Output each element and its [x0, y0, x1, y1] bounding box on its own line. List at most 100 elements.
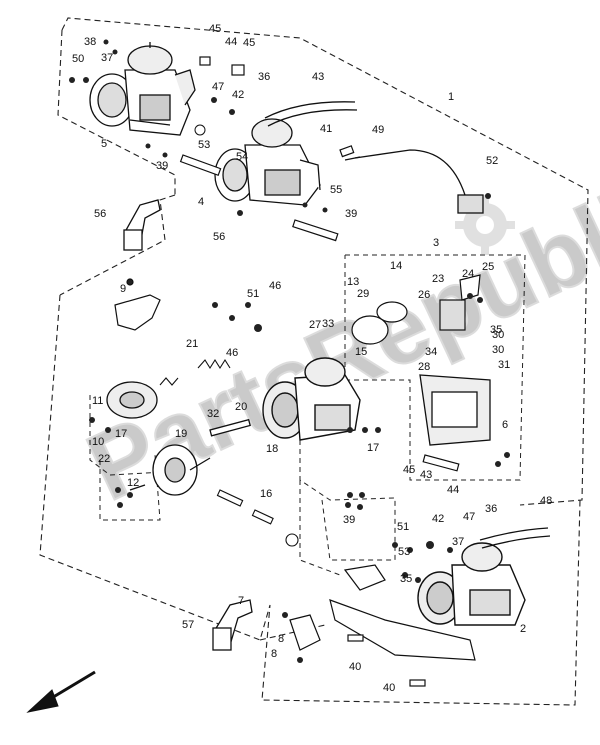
part-label-42: 42 — [432, 513, 444, 525]
part-label-40: 40 — [349, 661, 361, 673]
part-label-46: 46 — [226, 347, 238, 359]
part-label-8: 8 — [278, 633, 284, 645]
part-label-1: 1 — [448, 91, 454, 103]
part-label-40: 40 — [383, 682, 395, 694]
elbow-57-lower — [212, 599, 253, 651]
part-label-3: 3 — [433, 237, 439, 249]
part-label-45: 45 — [243, 37, 255, 49]
part-label-53: 53 — [398, 546, 410, 558]
assembly-outline-right-top — [344, 254, 526, 481]
part-label-17: 17 — [115, 428, 127, 440]
part-label-47: 47 — [463, 511, 475, 523]
part-label-38: 38 — [84, 36, 96, 48]
part-label-32: 32 — [207, 408, 219, 420]
part-label-7: 7 — [238, 595, 244, 607]
part-label-11: 11 — [92, 395, 103, 407]
part-label-48: 48 — [540, 495, 552, 507]
link-bracket-40 — [329, 599, 476, 687]
part-label-14: 14 — [390, 260, 402, 272]
part-label-35: 35 — [490, 324, 502, 336]
part-label-51: 51 — [397, 521, 409, 533]
carburetor-upper-left — [89, 42, 196, 136]
hose-48 — [479, 527, 551, 549]
bracket-lower — [289, 564, 386, 651]
part-label-37: 37 — [452, 536, 464, 548]
part-label-47: 47 — [212, 81, 224, 93]
part-label-26: 26 — [418, 289, 430, 301]
hose-43 — [264, 101, 358, 127]
needle-32 — [209, 418, 251, 437]
part-label-4: 4 — [198, 196, 204, 208]
part-label-37: 37 — [101, 52, 113, 64]
elbow-57-upper — [123, 199, 161, 251]
part-label-55: 55 — [330, 184, 342, 196]
part-label-57: 57 — [182, 619, 194, 631]
part-label-24: 24 — [462, 268, 474, 280]
part-label-8: 8 — [271, 648, 277, 660]
part-label-30: 30 — [492, 344, 504, 356]
part-label-49: 49 — [372, 124, 384, 136]
assembly-outline-center — [299, 395, 396, 576]
carburetor-upper-right — [214, 118, 321, 206]
part-label-36: 36 — [485, 503, 497, 515]
part-label-45: 45 — [209, 23, 221, 35]
rod-upper — [179, 56, 355, 242]
jet-parts-16 — [216, 489, 299, 547]
small-parts-lower — [282, 541, 453, 663]
part-label-20: 20 — [235, 401, 247, 413]
part-label-56: 56 — [213, 231, 225, 243]
part-label-18: 18 — [266, 443, 278, 455]
part-label-15: 15 — [355, 346, 367, 358]
part-label-41: 41 — [320, 123, 332, 135]
part-label-44: 44 — [447, 484, 459, 496]
part-label-23: 23 — [432, 273, 444, 285]
assembly-outline-upper — [57, 17, 589, 506]
part-label-9: 9 — [120, 283, 126, 295]
front-direction-arrow-icon — [26, 670, 96, 713]
rod-mid — [422, 454, 460, 472]
part-label-34: 34 — [425, 346, 437, 358]
part-label-54: 54 — [236, 151, 248, 163]
small-parts-middle — [89, 293, 510, 510]
top-cap-parts — [351, 274, 481, 345]
part-label-12: 12 — [127, 477, 139, 489]
part-label-45: 45 — [403, 464, 415, 476]
part-label-16: 16 — [260, 488, 272, 500]
part-label-46: 46 — [269, 280, 281, 292]
part-label-10: 10 — [92, 436, 104, 448]
part-label-27: 27 — [309, 319, 321, 331]
part-label-42: 42 — [232, 89, 244, 101]
carburetor-center — [262, 357, 361, 441]
part-label-39: 39 — [345, 208, 357, 220]
part-label-25: 25 — [482, 261, 494, 273]
part-label-56: 56 — [94, 208, 106, 220]
part-label-52: 52 — [486, 155, 498, 167]
part-label-35: 35 — [400, 573, 412, 585]
part-label-53: 53 — [198, 139, 210, 151]
part-label-5: 5 — [101, 138, 107, 150]
part-label-6: 6 — [502, 419, 508, 431]
part-label-43: 43 — [312, 71, 324, 83]
part-label-33: 33 — [322, 318, 334, 330]
small-parts-upper — [69, 39, 491, 216]
cover-17 — [106, 381, 158, 419]
part-label-13: 13 — [347, 276, 359, 288]
part-label-51: 51 — [247, 288, 259, 300]
carburetor-lower-right — [417, 542, 526, 626]
spring-21 — [159, 358, 231, 386]
chamber-28 — [419, 374, 491, 446]
part-label-28: 28 — [418, 361, 430, 373]
bracket-left — [114, 278, 161, 331]
part-label-44: 44 — [225, 36, 237, 48]
part-label-39: 39 — [156, 160, 168, 172]
part-label-2: 2 — [520, 623, 526, 635]
part-label-21: 21 — [186, 338, 198, 350]
part-label-43: 43 — [420, 469, 432, 481]
part-label-22: 22 — [98, 453, 110, 465]
part-label-19: 19 — [175, 428, 187, 440]
part-label-39: 39 — [343, 514, 355, 526]
part-label-17: 17 — [367, 442, 379, 454]
diaphragm-19 — [129, 444, 211, 496]
